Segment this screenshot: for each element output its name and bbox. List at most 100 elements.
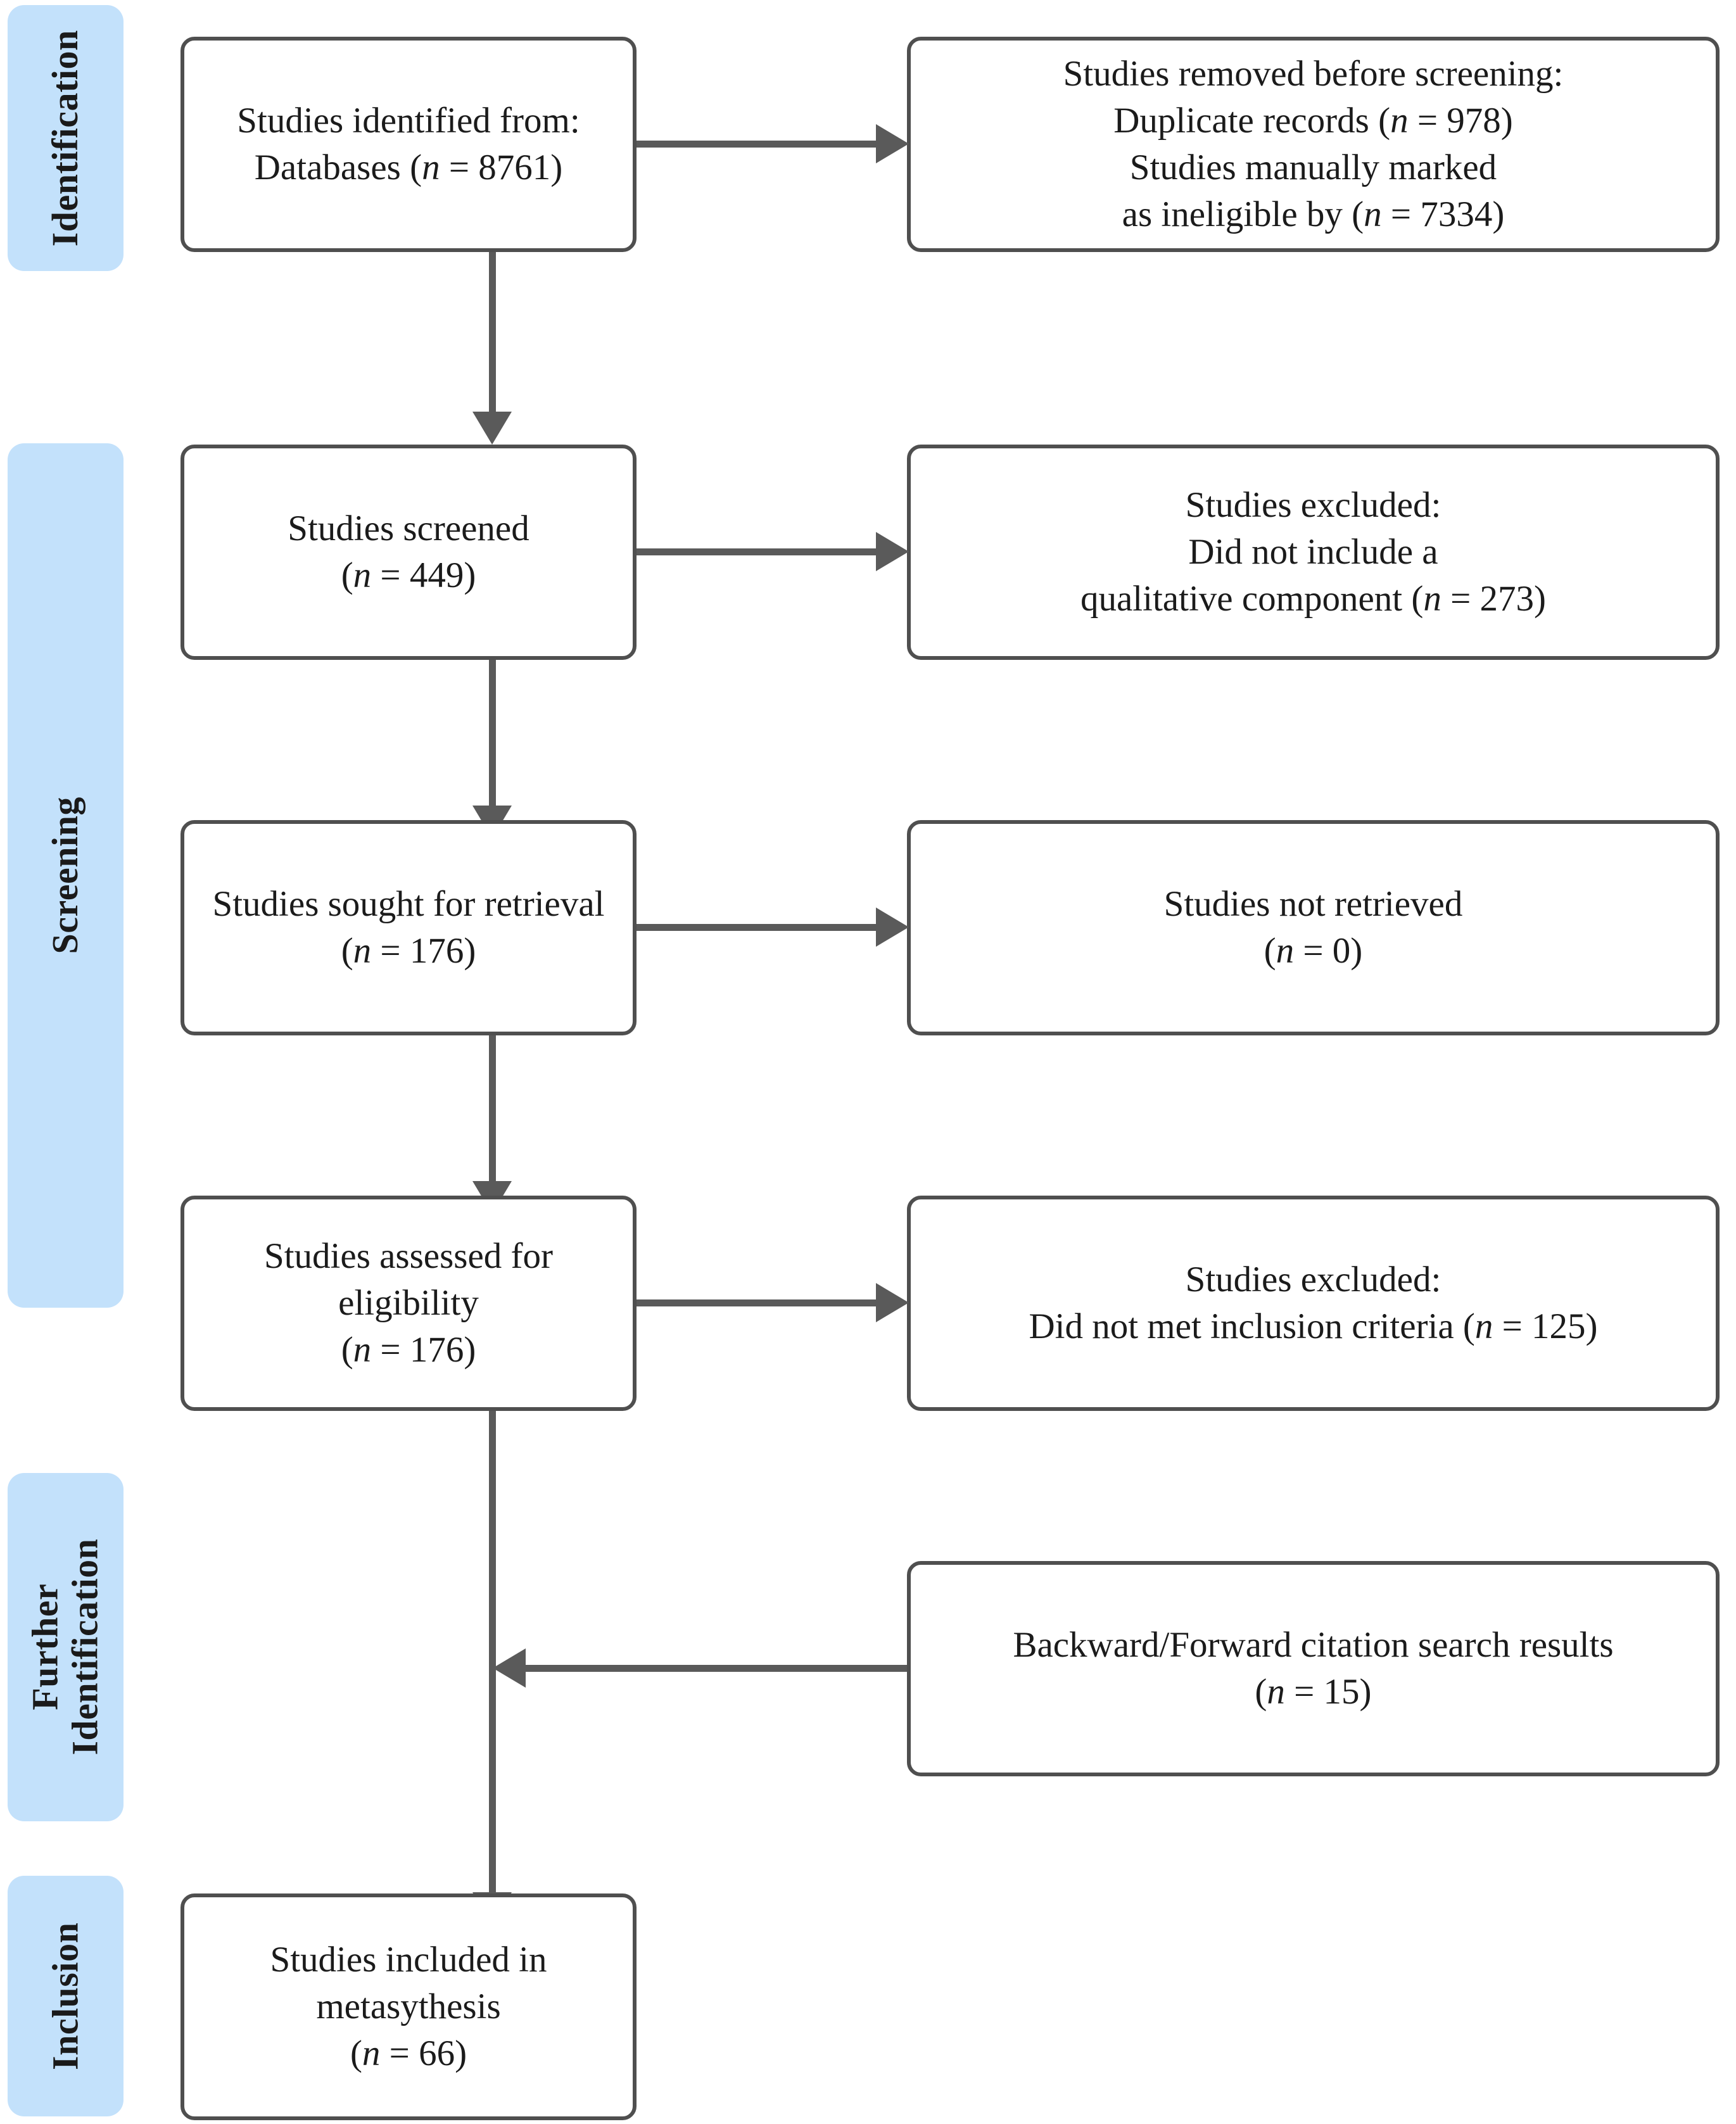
sought-line2-suffix: = 176) (371, 931, 476, 971)
screened-line1: Studies screened (288, 508, 529, 548)
connector-identified-to-removed (637, 141, 876, 148)
box-not-retrieved-text: Studies not retrieved (n = 0) (1164, 881, 1463, 975)
included-line3-suffix: = 66) (380, 2033, 467, 2074)
box-studies-included-metasythesis: Studies included in metasythesis (n = 66… (181, 1893, 637, 2120)
excl-crit-line2: Did not met inclusion criteria (n = 125) (1029, 1303, 1597, 1350)
box-citation-search-text: Backward/Forward citation search results… (1013, 1622, 1613, 1716)
screened-line2-italic-n: n (353, 555, 372, 595)
stage-band-identification-label: Identification (44, 29, 86, 247)
connector-sought-to-not-retrieved (637, 924, 876, 931)
connector-identified-to-screened (489, 252, 496, 412)
notret-line2-italic-n: n (1276, 931, 1295, 971)
line2-prefix: Databases ( (254, 148, 422, 187)
connector-sought-to-assessed (489, 1035, 496, 1181)
box-excluded-no-qualitative-text: Studies excluded: Did not include a qual… (1080, 482, 1546, 623)
notret-line2-prefix: ( (1264, 931, 1276, 971)
connector-screened-to-excluded (637, 548, 876, 555)
line2-italic-n: n (422, 148, 440, 187)
removed-line2: Duplicate records (n = 978) (1063, 98, 1564, 144)
removed-line2-italic-n: n (1390, 100, 1409, 141)
included-line1: Studies included in (270, 1939, 547, 1980)
assessed-line2: (n = 176) (201, 1327, 616, 1374)
screened-line2-prefix: ( (341, 555, 353, 595)
excl-qual-line3-italic-n: n (1423, 579, 1441, 619)
citation-line2-italic-n: n (1267, 1672, 1285, 1712)
assessed-line2-italic-n: n (353, 1330, 372, 1370)
excl-qual-line3: qualitative component (n = 273) (1080, 576, 1546, 623)
assessed-line2-prefix: ( (341, 1330, 353, 1370)
box-studies-identified-line2: Databases (n = 8761) (237, 144, 580, 191)
excl-qual-line2: Did not include a (1188, 531, 1438, 572)
sought-line2-prefix: ( (341, 931, 353, 971)
stage-band-screening-label: Screening (44, 797, 86, 954)
excl-crit-line2-prefix: Did not met inclusion criteria ( (1029, 1306, 1475, 1346)
citation-line2-suffix: = 15) (1284, 1672, 1372, 1712)
box-studies-identified-text: Studies identified from: Databases (n = … (237, 98, 580, 191)
box-studies-removed-before-screening: Studies removed before screening: Duplic… (907, 37, 1720, 252)
citation-line2: (n = 15) (1013, 1669, 1613, 1716)
box-studies-not-retrieved: Studies not retrieved (n = 0) (907, 820, 1720, 1035)
connector-screened-to-sought (489, 660, 496, 806)
assessed-line1: Studies assessed for eligibility (264, 1236, 553, 1323)
notret-line2: (n = 0) (1164, 928, 1463, 975)
box-studies-excluded-inclusion-criteria: Studies excluded: Did not met inclusion … (907, 1196, 1720, 1411)
included-line3: (n = 66) (270, 2030, 547, 2077)
excl-qual-line1: Studies excluded: (1185, 484, 1441, 525)
stage-band-screening: Screening (8, 443, 124, 1308)
box-studies-assessed-for-eligibility: Studies assessed for eligibility (n = 17… (181, 1196, 637, 1411)
removed-line4-italic-n: n (1364, 194, 1382, 235)
removed-line4-suffix: = 7334) (1381, 194, 1505, 235)
arrowhead-assessed-to-excluded (876, 1283, 909, 1322)
stage-band-inclusion: Inclusion (8, 1876, 124, 2116)
excl-qual-line3-prefix: qualitative component ( (1080, 579, 1424, 619)
excl-crit-line2-suffix: = 125) (1493, 1306, 1598, 1346)
box-sought-text: Studies sought for retrieval (n = 176) (213, 881, 605, 975)
stage-band-further-identification: Further Identification (8, 1473, 124, 1821)
box-studies-screened: Studies screened (n = 449) (181, 445, 637, 660)
citation-line2-prefix: ( (1255, 1672, 1267, 1712)
box-studies-identified-line1: Studies identified from: (237, 100, 580, 141)
excl-crit-line1: Studies excluded: (1185, 1259, 1441, 1299)
line2-suffix: = 8761) (440, 148, 563, 187)
connector-citation-to-spine (526, 1665, 907, 1672)
box-studies-removed-text: Studies removed before screening: Duplic… (1063, 51, 1564, 238)
sought-line1: Studies sought for retrieval (212, 883, 605, 924)
connector-assessed-to-excluded (637, 1299, 876, 1306)
excl-qual-line3-suffix: = 273) (1441, 579, 1546, 619)
stage-band-further-identification-label: Further Identification (24, 1538, 106, 1756)
box-studies-excluded-no-qualitative: Studies excluded: Did not include a qual… (907, 445, 1720, 660)
sought-line2-italic-n: n (353, 931, 372, 971)
arrowhead-citation-to-spine (493, 1648, 526, 1688)
box-citation-search-results: Backward/Forward citation search results… (907, 1561, 1720, 1776)
box-studies-screened-text: Studies screened (n = 449) (288, 505, 529, 599)
excl-crit-line2-italic-n: n (1474, 1306, 1493, 1346)
removed-line2-prefix: Duplicate records ( (1113, 100, 1391, 141)
notret-line2-suffix: = 0) (1294, 931, 1363, 971)
connector-assessed-to-included (489, 1411, 496, 1892)
box-included-text: Studies included in metasythesis (n = 66… (270, 1937, 547, 2077)
arrowhead-identified-to-removed (876, 124, 909, 163)
included-line3-italic-n: n (362, 2033, 381, 2074)
arrowhead-screened-to-excluded (876, 532, 909, 571)
assessed-line2-suffix: = 176) (371, 1330, 476, 1370)
removed-line4: as ineligible by (n = 7334) (1063, 191, 1564, 238)
box-excluded-criteria-text: Studies excluded: Did not met inclusion … (1029, 1256, 1597, 1350)
stage-band-inclusion-label: Inclusion (44, 1922, 86, 2070)
included-line3-prefix: ( (350, 2033, 362, 2074)
box-assessed-text: Studies assessed for eligibility (n = 17… (201, 1233, 616, 1374)
notret-line1: Studies not retrieved (1163, 883, 1463, 924)
box-studies-identified: Studies identified from: Databases (n = … (181, 37, 637, 252)
citation-line1: Backward/Forward citation search results (1013, 1624, 1614, 1665)
included-line2: metasythesis (316, 1986, 501, 2026)
removed-line2-suffix: = 978) (1408, 100, 1513, 141)
sought-line2: (n = 176) (213, 928, 605, 975)
box-studies-sought-for-retrieval: Studies sought for retrieval (n = 176) (181, 820, 637, 1035)
arrowhead-sought-to-not-retrieved (876, 907, 909, 947)
screened-line2-suffix: = 449) (371, 555, 476, 595)
removed-line4-prefix: as ineligible by ( (1122, 194, 1364, 235)
arrowhead-identified-to-screened (472, 412, 512, 445)
screened-line2: (n = 449) (288, 552, 529, 599)
removed-line1: Studies removed before screening: (1063, 53, 1564, 94)
removed-line3: Studies manually marked (1129, 148, 1497, 187)
